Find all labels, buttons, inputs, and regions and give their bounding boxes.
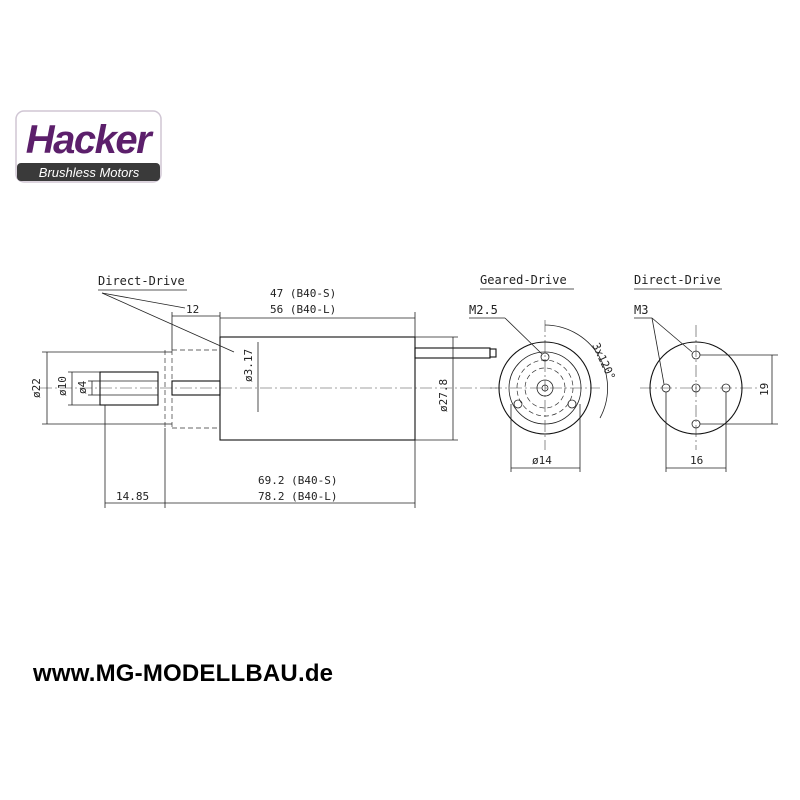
geared-dia-14: ø14 <box>532 454 552 467</box>
geared-front-view: Geared-Drive 3x120° M2.5 ø14 <box>469 273 618 472</box>
shaft-adapter <box>99 371 159 406</box>
direct-dim-19: 19 <box>758 383 771 396</box>
dim-length-l: 56 (B40-L) <box>270 303 336 316</box>
direct-thread: M3 <box>634 303 648 317</box>
side-view-label: Direct-Drive <box>98 274 185 288</box>
hacker-logo: Hacker Brushless Motors <box>15 110 162 183</box>
dim-length-s: 47 (B40-S) <box>270 287 336 300</box>
direct-dim-16: 16 <box>690 454 703 467</box>
geared-view-label: Geared-Drive <box>480 273 567 287</box>
dia-10: ø10 <box>56 376 69 396</box>
logo-brand-text: Hacker <box>26 118 154 162</box>
direct-view-label: Direct-Drive <box>634 273 721 287</box>
geared-thread: M2.5 <box>469 303 498 317</box>
dia-4: ø4 <box>76 380 89 394</box>
dia-22: ø22 <box>30 378 43 398</box>
direct-front-view: Direct-Drive M3 16 19 <box>634 273 778 472</box>
dim-12: 12 <box>186 303 199 316</box>
rear-shaft <box>414 347 491 359</box>
dia-27-8: ø27.8 <box>437 379 450 412</box>
side-view: Direct-Drive 12 47 (B40-S) 56 (B40-L) ø2… <box>30 274 500 508</box>
dim-total-s: 69.2 (B40-S) <box>258 474 337 487</box>
geared-angle: 3x120° <box>589 341 618 383</box>
logo-tagline-text: Brushless Motors <box>39 165 140 180</box>
front-shaft <box>171 380 221 396</box>
website-url[interactable]: www.MG-MODELLBAU.de <box>33 660 334 687</box>
dia-3-17: ø3.17 <box>242 349 255 382</box>
dim-total-l: 78.2 (B40-L) <box>258 490 337 503</box>
dim-14-85: 14.85 <box>116 490 149 503</box>
